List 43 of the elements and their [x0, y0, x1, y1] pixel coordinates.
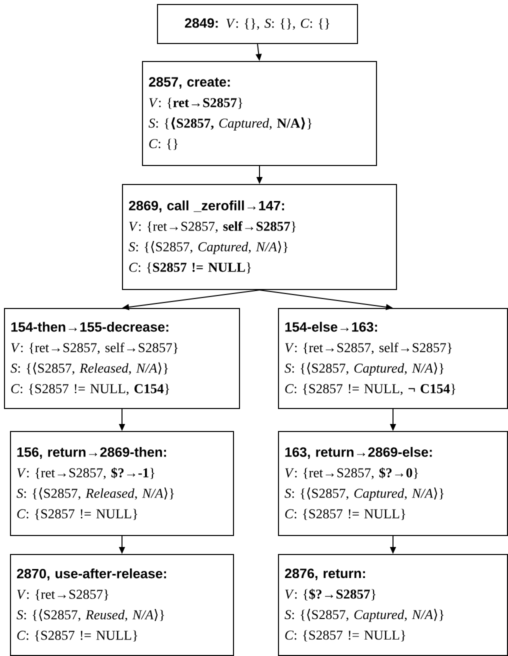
- state-line: V: {$?→S2857}: [285, 588, 376, 600]
- state-box: [157, 4, 358, 44]
- state-line: C: {S2857 != NULL}: [17, 508, 138, 520]
- state-heading: 2876, return:: [284, 568, 365, 580]
- state-heading: 154-then→155-decrease:: [11, 322, 168, 332]
- state-line: C: {S2857 != NULL}: [285, 630, 406, 642]
- state-line: C: {S2857 != NULL, ¬ C154}: [285, 384, 456, 396]
- state-box: [122, 184, 397, 290]
- state-line: S: {⟨S2857, Captured, N/A⟩}: [284, 488, 444, 501]
- state-line: C: {}: [149, 138, 178, 150]
- state-box: [278, 308, 508, 409]
- state-heading: 2869, call _zerofill→147:: [128, 200, 284, 212]
- state-box: [142, 61, 377, 166]
- state-line: C: {S2857 != NULL}: [17, 630, 138, 642]
- state-line: V: {ret→S2857, $?→-1}: [17, 467, 154, 480]
- state-line: V: {}, S: {}, C: {}: [226, 18, 330, 30]
- state-box: [4, 308, 240, 409]
- state-box: [10, 554, 234, 656]
- state-box: [278, 431, 508, 536]
- state-line: S: {⟨S2857, Released, N/A⟩}: [16, 488, 174, 500]
- state-line: S: {⟨S2857, Captured, N/A⟩}: [284, 608, 444, 622]
- state-line: C: {S2857 != NULL}: [129, 262, 251, 274]
- state-heading: 156, return→2869-then:: [17, 446, 166, 459]
- state-line: V: {ret→S2857, self→S2857}: [11, 342, 178, 354]
- state-line: S: {⟨S2857, Captured, N/A⟩}: [128, 241, 288, 254]
- state-heading: 2857, create:: [148, 77, 230, 89]
- state-line: V: {ret→S2857, $?→0}: [285, 467, 418, 480]
- state-heading: 2870, use-after-release:: [16, 568, 166, 580]
- state-line: S: {⟨S2857, Captured, N/A⟩}: [284, 362, 444, 376]
- state-heading: 163, return→2869-else:: [285, 446, 432, 459]
- state-line: S: {⟨S2857, Reused, N/A⟩}: [16, 609, 164, 622]
- state-heading: 2849:: [184, 18, 218, 28]
- state-line: V: {ret→S2857, self→S2857}: [129, 221, 296, 233]
- state-box: [10, 431, 234, 536]
- state-heading: 154-else→163:: [285, 322, 377, 332]
- state-line: C: {S2857 != NULL, C154}: [11, 384, 170, 396]
- state-box: [278, 554, 508, 656]
- state-line: V: {ret→S2857}: [17, 589, 108, 601]
- state-line: V: {ret→S2857}: [149, 98, 242, 109]
- state-line: S: {⟨S2857, Released, N/A⟩}: [10, 362, 168, 375]
- state-line: S: {⟨S2857, Captured, N/A⟩}: [148, 117, 312, 130]
- state-line: C: {S2857 != NULL}: [285, 508, 406, 520]
- state-line: V: {ret→S2857, self→S2857}: [285, 342, 452, 354]
